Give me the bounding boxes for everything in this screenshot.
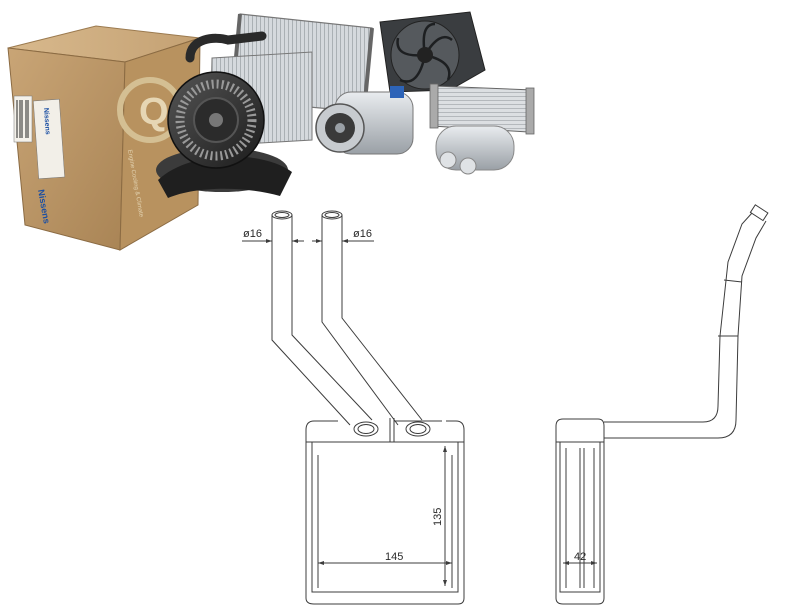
label-diameter-right: ø16 xyxy=(353,228,372,240)
box-left-face xyxy=(7,47,126,251)
front-view xyxy=(242,210,465,605)
receiver-drier xyxy=(435,125,515,175)
blower-motor xyxy=(156,71,292,198)
product-label-brand: Nissens xyxy=(42,108,51,135)
side-core xyxy=(555,441,605,598)
side-bottom-tank xyxy=(555,591,605,605)
fan-hub-icon xyxy=(417,47,433,63)
dimension-labels: ø16 ø16 145 135 42 xyxy=(243,228,586,563)
label-core-depth: 42 xyxy=(574,551,586,563)
label-core-height: 135 xyxy=(432,508,444,526)
heater-core-photo xyxy=(429,83,535,135)
product-photo: Nissens Nissens Q Engine Cooling & Clima… xyxy=(7,11,535,251)
nissens-box: Nissens Nissens Q Engine Cooling & Clima… xyxy=(7,25,201,251)
side-top-tank xyxy=(555,418,605,443)
pulley-icon xyxy=(335,123,345,133)
product-label xyxy=(33,98,65,180)
dim-height xyxy=(443,446,447,586)
dim-diameter-left xyxy=(242,239,304,243)
pipe-left xyxy=(271,210,379,437)
dim-width xyxy=(318,561,452,565)
dim-diameter-right xyxy=(312,239,374,243)
bottom-tank xyxy=(305,591,465,605)
blower-hub-icon xyxy=(209,113,223,127)
barcode-icon xyxy=(16,100,29,138)
label-diameter-left: ø16 xyxy=(243,228,262,240)
ac-compressor xyxy=(315,86,414,155)
dim-depth xyxy=(563,561,597,565)
top-tank xyxy=(305,418,465,443)
side-pipe xyxy=(604,204,769,439)
pipe-right xyxy=(321,210,431,437)
quality-seal-letter: Q xyxy=(139,91,169,133)
radiator-fan xyxy=(379,11,486,93)
technical-drawing xyxy=(242,204,769,605)
label-core-width: 145 xyxy=(385,551,403,563)
side-view xyxy=(555,204,769,605)
